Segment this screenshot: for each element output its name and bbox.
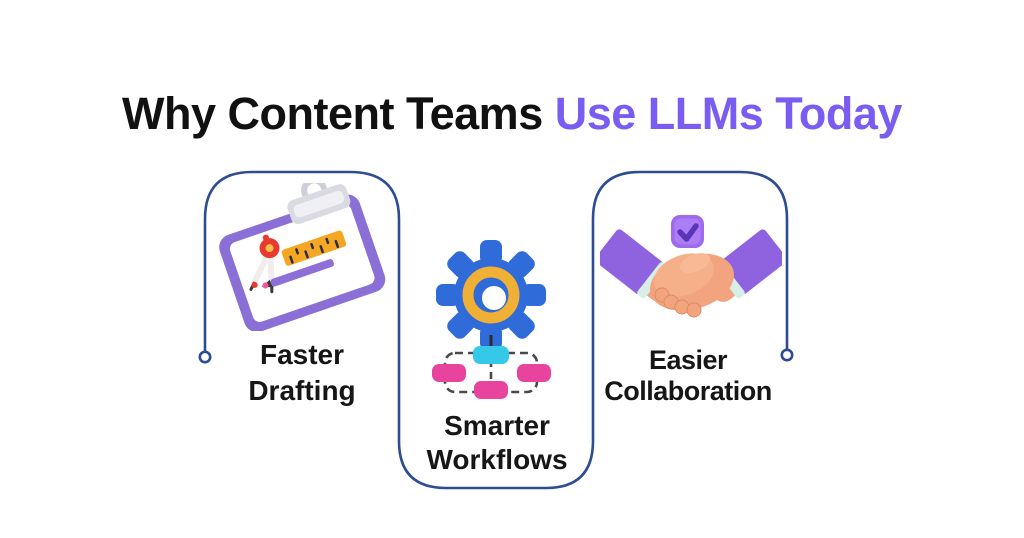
flowchart-node-left bbox=[432, 364, 466, 382]
pencil-tool bbox=[261, 259, 335, 289]
card-label-line: Collaboration bbox=[604, 376, 772, 406]
handshake-check-icon bbox=[600, 215, 782, 318]
clipboard-clip bbox=[287, 183, 351, 225]
gear bbox=[436, 240, 546, 350]
connector-endpoint-right bbox=[780, 348, 794, 362]
left-sleeve bbox=[600, 229, 663, 295]
clipboard-drafting-icon bbox=[219, 183, 386, 331]
connector-path bbox=[203, 170, 789, 490]
card-label-faster-drafting: Faster Drafting bbox=[222, 337, 382, 409]
card-label-line: Smarter bbox=[444, 410, 550, 441]
card-label-line: Workflows bbox=[426, 444, 568, 475]
flowchart-node-top bbox=[473, 346, 509, 364]
flowchart-node-right bbox=[517, 364, 551, 382]
card-label-easier-collaboration: Easier Collaboration bbox=[590, 345, 786, 407]
gear-flowchart-icon bbox=[432, 240, 551, 399]
title-black-part: Why Content Teams bbox=[122, 88, 543, 140]
check-badge bbox=[671, 215, 704, 248]
right-sleeve bbox=[719, 229, 782, 295]
card-label-line: Easier bbox=[648, 345, 728, 375]
connector-endpoint-left bbox=[198, 350, 212, 364]
card-label-line: Faster bbox=[259, 339, 345, 370]
card-label-line: Drafting bbox=[248, 375, 356, 406]
card-label-smarter-workflows: Smarter Workflows bbox=[415, 409, 579, 477]
clasped-hands bbox=[650, 253, 734, 318]
flowchart-node-bottom bbox=[474, 381, 508, 399]
flowchart bbox=[432, 346, 551, 399]
title-accent-part: Use LLMs Today bbox=[554, 88, 903, 140]
ruler-tool bbox=[281, 230, 347, 266]
